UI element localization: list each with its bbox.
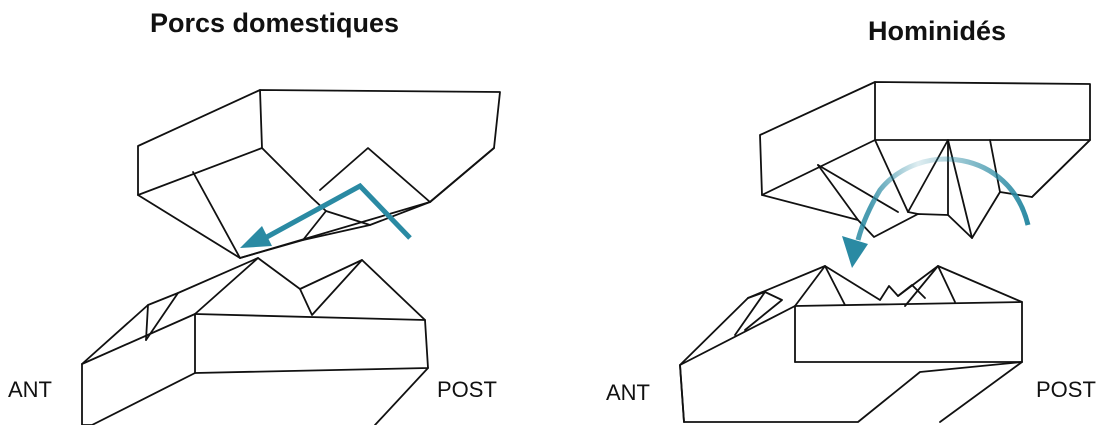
pig-lower-jaw <box>81 257 429 425</box>
hominid-anterior-label: ANT <box>606 380 650 405</box>
curved-arrow-icon <box>842 156 1031 268</box>
panel-title-hominids: Hominidés <box>868 16 1007 46</box>
hominid-lower-jaw <box>679 265 1023 423</box>
pig-upper-jaw <box>137 89 501 259</box>
pig-anterior-label: ANT <box>8 377 52 402</box>
straight-bent-arrow-icon <box>240 182 412 248</box>
pig-posterior-label: POST <box>437 377 497 402</box>
panel-title-pigs: Porcs domestiques <box>150 8 400 38</box>
hominid-posterior-label: POST <box>1036 377 1096 402</box>
